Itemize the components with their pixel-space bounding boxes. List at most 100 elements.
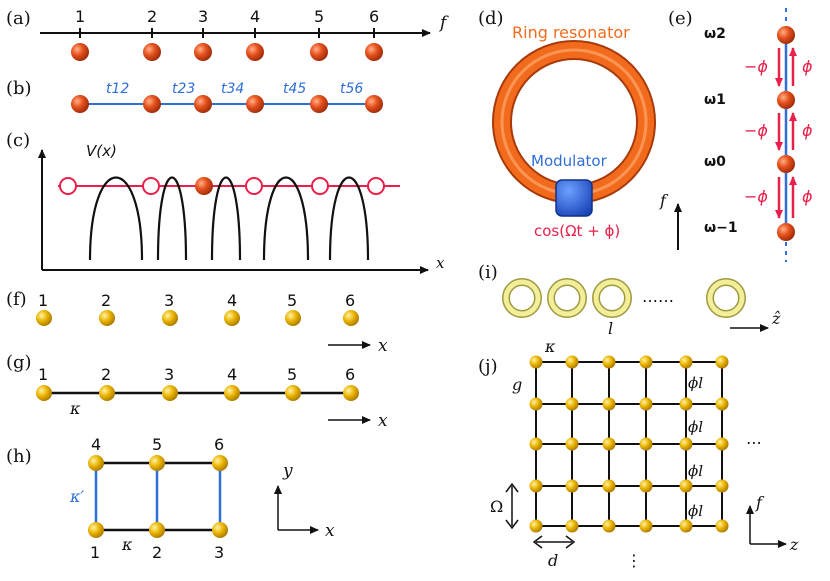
panel-g: (g) 1 2 3 4 5 6 κ x bbox=[6, 352, 388, 431]
site-f-label-4: 4 bbox=[227, 291, 237, 310]
grid-node-1-1 bbox=[529, 355, 543, 369]
site-h-label-4: 4 bbox=[91, 435, 101, 454]
coupling-g-j: g bbox=[512, 375, 522, 394]
panel-f: (f) 1 2 3 4 5 6 x bbox=[6, 289, 388, 356]
site-f-label-5: 5 bbox=[287, 291, 297, 310]
site-g-label-1: 1 bbox=[38, 365, 48, 384]
grid-node-3-2 bbox=[565, 437, 579, 451]
freq-mode-minus1 bbox=[777, 223, 795, 241]
level-omega1: ω1 bbox=[704, 92, 726, 108]
site-2-a: 2 bbox=[143, 7, 161, 61]
site-b-4 bbox=[246, 95, 264, 113]
hopping-t23: t23 bbox=[172, 81, 195, 97]
panel-c-label: (c) bbox=[6, 130, 30, 151]
site-f-5 bbox=[285, 310, 301, 326]
site-f-label-3: 3 bbox=[164, 291, 174, 310]
panel-j: (j) κ g ϕl ϕl ϕl ϕl ⋯ ⋮ Ω d f z bbox=[478, 337, 799, 570]
axis-label-x-c: x bbox=[436, 254, 445, 272]
panel-i: (i) …… l ẑ bbox=[478, 262, 781, 338]
panel-i-label: (i) bbox=[478, 262, 498, 283]
axis-label-f-a: f bbox=[438, 13, 449, 33]
site-f-label-6: 6 bbox=[345, 291, 355, 310]
grid-node-4-2 bbox=[565, 479, 579, 493]
site-f-label-1: 1 bbox=[38, 291, 48, 310]
grid-node-1-2 bbox=[565, 355, 579, 369]
axis-label-y-h: y bbox=[282, 461, 293, 481]
phase-up-1: ϕ bbox=[802, 57, 813, 76]
svg-text:4: 4 bbox=[250, 7, 260, 26]
grid-node-4-1 bbox=[529, 479, 543, 493]
site-g-3 bbox=[162, 385, 178, 401]
grid-node-1-4 bbox=[639, 355, 653, 369]
panel-b: (b) t12 t23 t34 t45 t56 bbox=[6, 78, 383, 113]
panel-f-label: (f) bbox=[6, 289, 27, 310]
phase-phi-3: ϕl bbox=[688, 462, 703, 480]
grid-node-3-6 bbox=[715, 437, 729, 451]
site-g-label-4: 4 bbox=[227, 365, 237, 384]
hopping-t34: t34 bbox=[221, 81, 244, 97]
grid-node-4-5 bbox=[679, 479, 693, 493]
site-1-a: 1 bbox=[71, 7, 89, 61]
coupling-kappa-g: κ bbox=[69, 399, 81, 418]
panel-d-label: (d) bbox=[478, 8, 504, 29]
grid-node-3-1 bbox=[529, 437, 543, 451]
phase-phi-4: ϕl bbox=[688, 502, 703, 520]
axis-label-z-j: z bbox=[789, 535, 799, 554]
site-h-label-5: 5 bbox=[152, 435, 162, 454]
synthetic-lattice-grid bbox=[529, 355, 729, 533]
site-h-label-2: 2 bbox=[152, 543, 162, 562]
grid-node-3-4 bbox=[639, 437, 653, 451]
svg-text:6: 6 bbox=[369, 7, 379, 26]
hopping-t56: t56 bbox=[340, 81, 363, 97]
panel-d: (d) Ring resonator Modulator cos(Ωt + ϕ) bbox=[478, 8, 656, 240]
site-h-label-3: 3 bbox=[214, 543, 224, 562]
grid-node-5-6 bbox=[715, 519, 729, 533]
level-omega-minus1: ω−1 bbox=[704, 220, 738, 236]
phase-down-3: −ϕ bbox=[744, 187, 768, 206]
hopping-t12: t12 bbox=[106, 81, 129, 97]
grid-node-4-4 bbox=[639, 479, 653, 493]
grid-node-5-2 bbox=[565, 519, 579, 533]
grid-vdots: ⋮ bbox=[626, 551, 642, 570]
grid-node-3-3 bbox=[602, 437, 616, 451]
site-f-label-2: 2 bbox=[101, 291, 111, 310]
panel-e: (e) ω2 ω1 ω0 ω−1 −ϕ ϕ −ϕ ϕ −ϕ ϕ f bbox=[659, 8, 813, 262]
coupling-kappa-h: κ bbox=[121, 535, 133, 554]
axis-label-f-j: f bbox=[755, 493, 765, 512]
site-b-1 bbox=[71, 95, 89, 113]
site-h-1 bbox=[88, 522, 104, 538]
svg-text:5: 5 bbox=[314, 7, 324, 26]
grid-node-2-6 bbox=[715, 397, 729, 411]
grid-node-4-3 bbox=[602, 479, 616, 493]
panel-g-label: (g) bbox=[6, 352, 32, 373]
site-b-3 bbox=[194, 95, 212, 113]
phase-phi-1: ϕl bbox=[688, 374, 703, 392]
site-h-3 bbox=[212, 522, 228, 538]
grid-hdots: ⋯ bbox=[746, 433, 762, 452]
site-b-6 bbox=[365, 95, 383, 113]
grid-node-5-5 bbox=[679, 519, 693, 533]
site-6-a: 6 bbox=[365, 7, 383, 61]
site-g-label-3: 3 bbox=[164, 365, 174, 384]
site-5-a: 5 bbox=[310, 7, 328, 61]
panel-h-label: (h) bbox=[6, 446, 32, 467]
panel-j-label: (j) bbox=[478, 356, 498, 377]
axis-label-x-h: x bbox=[325, 521, 335, 541]
axis-label-x-f: x bbox=[378, 336, 388, 356]
panel-h: (h) 4 5 6 κ′ 1 κ 2 3 y x bbox=[6, 435, 335, 562]
grid-node-5-4 bbox=[639, 519, 653, 533]
panel-e-label: (e) bbox=[668, 8, 693, 29]
grid-node-1-3 bbox=[602, 355, 616, 369]
ring-resonator-label: Ring resonator bbox=[512, 23, 630, 42]
grid-node-2-2 bbox=[565, 397, 579, 411]
coupling-kappa-j: κ bbox=[544, 337, 556, 356]
site-h-6 bbox=[212, 455, 228, 471]
grid-node-2-1 bbox=[529, 397, 543, 411]
site-f-6 bbox=[343, 310, 359, 326]
phase-up-2: ϕ bbox=[802, 121, 813, 140]
grid-node-5-3 bbox=[602, 519, 616, 533]
level-omega0: ω0 bbox=[704, 154, 726, 170]
site-g-4 bbox=[224, 385, 240, 401]
site-h-label-1: 1 bbox=[90, 543, 100, 562]
